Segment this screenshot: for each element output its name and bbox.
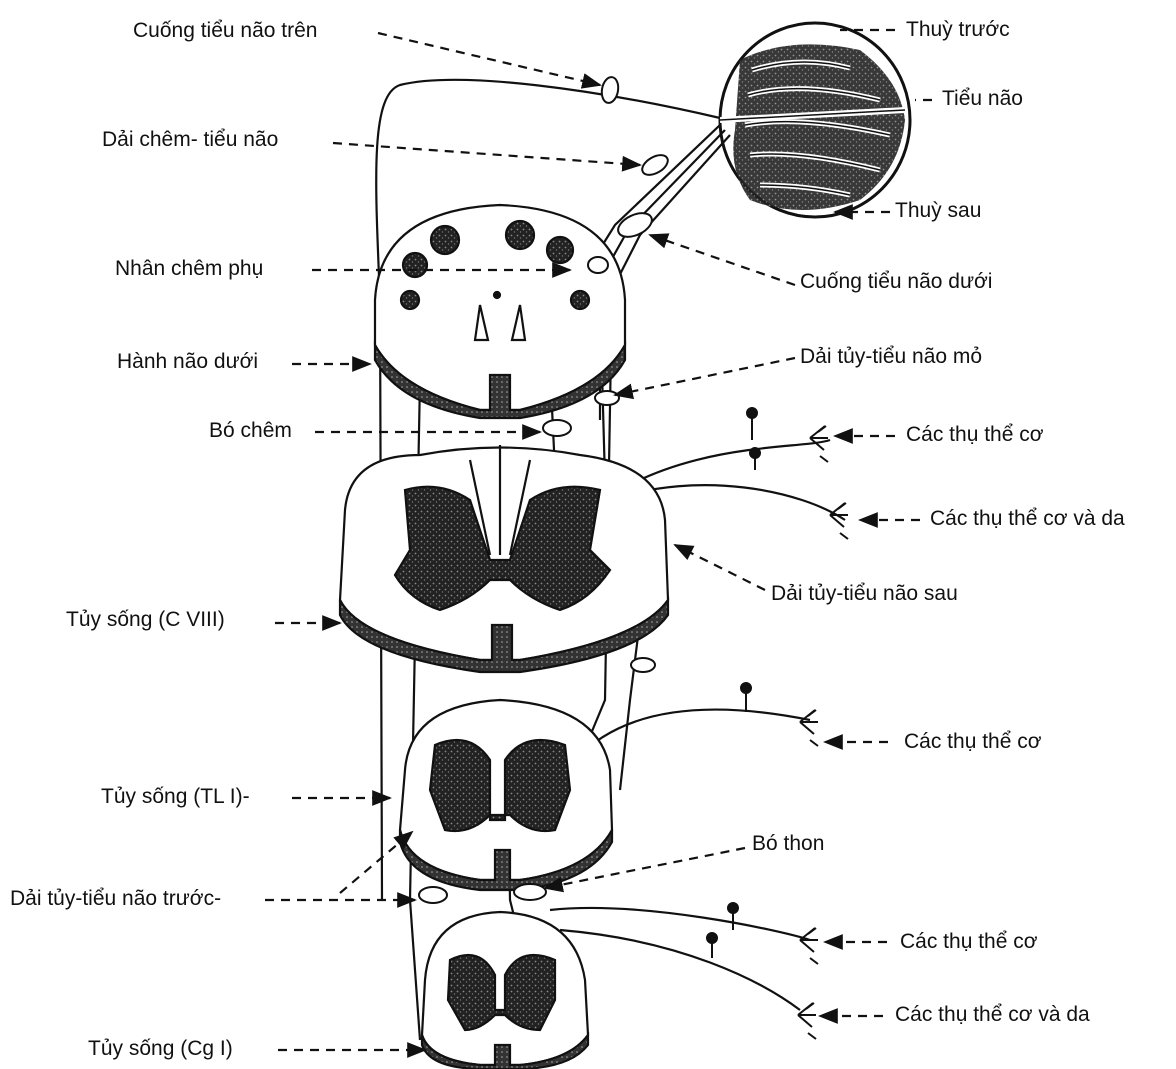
label-muscle-receptors-3: Các thụ thể cơ bbox=[900, 930, 1038, 954]
label-posterior-lobe: Thuỳ sau bbox=[895, 199, 981, 223]
label-muscle-skin-receptors-2: Các thụ thể cơ và da bbox=[895, 1003, 1090, 1027]
section-coccygeal-cg1 bbox=[422, 912, 588, 1069]
label-cuneate-fasciculus: Bó chêm bbox=[209, 419, 292, 443]
label-posterior-spinocerebellar-tract: Dải tủy-tiểu não sau bbox=[771, 582, 958, 606]
label-inferior-cerebellar-peduncle: Cuống tiểu não dưới bbox=[800, 270, 992, 294]
label-muscle-skin-receptors-1: Các thụ thể cơ và da bbox=[930, 507, 1125, 531]
label-spinal-cord-c8: Tủy sống (C VIII) bbox=[66, 608, 225, 632]
label-muscle-receptors-2: Các thụ thể cơ bbox=[904, 730, 1042, 754]
section-lumbar-l1 bbox=[400, 700, 612, 890]
label-anterior-lobe: Thuỳ trước bbox=[906, 18, 1010, 42]
label-spinal-cord-cg1: Tủy sống (Cg I) bbox=[88, 1037, 233, 1061]
label-muscle-receptors-1: Các thụ thể cơ bbox=[906, 423, 1044, 447]
section-cervical-c8 bbox=[340, 445, 668, 672]
label-cerebellum: Tiểu não bbox=[942, 87, 1023, 111]
label-spinal-cord-l1: Tủy sống (TL I)- bbox=[101, 785, 250, 809]
label-rostral-spinocerebellar-tract: Dải tủy-tiểu não mỏ bbox=[800, 345, 982, 369]
label-gracile-fasciculus: Bó thon bbox=[752, 832, 824, 856]
label-superior-cerebellar-peduncle: Cuống tiểu não trên bbox=[133, 19, 317, 43]
label-lower-medulla: Hành não dưới bbox=[117, 350, 258, 374]
receptor-endings bbox=[707, 408, 848, 1039]
label-cuneocerebellar-tract: Dải chêm- tiểu não bbox=[102, 128, 278, 152]
cerebellum bbox=[720, 23, 910, 217]
label-accessory-cuneate-nucleus: Nhân chêm phụ bbox=[115, 257, 263, 281]
section-medulla bbox=[375, 205, 625, 418]
label-anterior-spinocerebellar-tract: Dải tủy-tiểu não trước- bbox=[10, 887, 221, 911]
